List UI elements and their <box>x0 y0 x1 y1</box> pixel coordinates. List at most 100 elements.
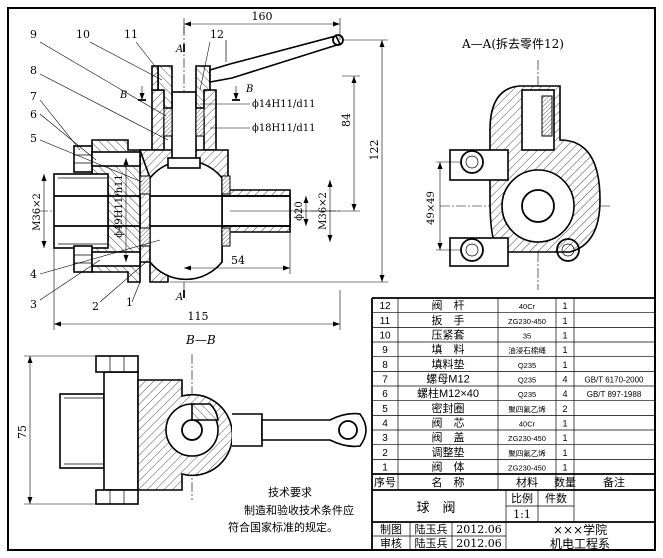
bom-row-6-material: Q235 <box>518 390 536 399</box>
bom-row-9-material: 油浸石棉绳 <box>508 345 546 355</box>
bom-row-11-material: ZG230-450 <box>508 317 546 326</box>
scale-label: 比例 <box>511 491 533 505</box>
callout-3: 3 <box>30 298 37 311</box>
bom-row-3-qty: 1 <box>562 433 567 443</box>
dim-fit-49: ϕ49H11/h11 <box>114 174 125 238</box>
dim-49x49: 49×49 <box>426 191 437 225</box>
bom-row-7-name: 螺母M12 <box>426 373 469 386</box>
checked-date: 2012.06 <box>456 537 502 550</box>
bom-row-3-name: 阀 盖 <box>432 430 465 444</box>
section-b-b-title: B—B <box>185 333 216 347</box>
callout-7: 7 <box>30 90 37 103</box>
bom-row-8-name: 填料垫 <box>432 357 465 371</box>
bom-row-2-material: 聚四氟乙烯 <box>508 448 546 458</box>
section-b-b-view: B—B 75 <box>16 333 367 505</box>
section-mark-a-bottom: A <box>175 292 183 303</box>
bom-row-3-no: 3 <box>382 433 388 444</box>
drawing-border <box>7 7 656 551</box>
dim-115: 115 <box>188 310 209 323</box>
section-mark-b-left: B <box>119 90 127 101</box>
bom-row-10-material: 35 <box>523 332 531 341</box>
department-name: 机电工程系 <box>550 536 610 551</box>
callout-2: 2 <box>92 300 99 313</box>
callout-4: 4 <box>30 268 37 281</box>
section-mark-a-top: A <box>175 44 183 55</box>
bom-row-5-qty: 2 <box>562 404 567 414</box>
bom-row-2-no: 2 <box>382 448 388 459</box>
technical-requirements: 技术要求 制造和验收技术条件应 符合国家标准的规定。 <box>228 486 354 534</box>
bom-row-4-material: 40Cr <box>519 420 536 429</box>
bom-row-12-qty: 1 <box>562 301 567 311</box>
dim-84: 84 <box>340 113 353 127</box>
callout-10: 10 <box>76 28 90 41</box>
tech-req-line-2: 符合国家标准的规定。 <box>228 520 338 534</box>
callout-1: 1 <box>126 296 133 309</box>
callouts: 1 2 3 4 5 6 7 8 9 10 11 12 <box>30 28 224 313</box>
callout-11: 11 <box>124 28 138 41</box>
bom-row-8-no: 8 <box>382 360 388 371</box>
checked-label: 审核 <box>380 536 402 550</box>
dim-54: 54 <box>231 254 245 267</box>
bom-row-6-no: 6 <box>382 389 388 400</box>
bom-row-11-name: 扳 手 <box>432 313 465 327</box>
callout-12: 12 <box>210 28 224 41</box>
bom-row-7-material: Q235 <box>518 376 536 385</box>
callout-8: 8 <box>30 64 37 77</box>
school-name: ×××学院 <box>553 522 607 537</box>
bom-row-1-no: 1 <box>382 463 388 474</box>
dim-160: 160 <box>252 10 273 23</box>
bom-row-8-qty: 1 <box>562 360 567 370</box>
bom-row-1-name: 阀 体 <box>432 460 465 474</box>
bom-row-8-material: Q235 <box>518 361 536 370</box>
bom-row-10-no: 10 <box>379 331 391 342</box>
tech-req-line-1: 制造和验收技术条件应 <box>244 503 354 517</box>
front-view: A A B B 160 84 122 54 115 M36×2 ϕ20 <box>30 10 388 330</box>
bom-row-3-material: ZG230-450 <box>508 434 546 443</box>
checked-by: 陆玉兵 <box>415 536 448 550</box>
count-label: 件数 <box>545 492 567 505</box>
callout-5: 5 <box>30 132 37 145</box>
bom-row-6-qty: 4 <box>562 389 567 399</box>
drawing-name: 球 阀 <box>416 501 455 516</box>
bom-row-1-material: ZG230-450 <box>508 464 546 473</box>
bom-row-4-name: 阀 芯 <box>432 416 465 430</box>
dim-122: 122 <box>368 140 381 161</box>
bom-row-4-no: 4 <box>382 419 388 430</box>
dim-fit-14: ϕ14H11/d11 <box>252 99 315 110</box>
bom-row-10-name: 压紧套 <box>432 329 465 342</box>
bom-row-7-qty: 4 <box>562 375 567 385</box>
bom-row-7-remark: GB/T 6170-2000 <box>584 376 644 385</box>
drawn-date: 2012.06 <box>456 523 502 536</box>
bom-header-remark: 备注 <box>603 475 625 489</box>
drawn-label: 制图 <box>380 523 402 536</box>
dim-75: 75 <box>16 425 29 439</box>
bom-row-5-material: 聚四氟乙烯 <box>508 404 546 414</box>
bom-header-name: 名 称 <box>432 475 465 489</box>
bom-row-4-qty: 1 <box>562 419 567 429</box>
bom-row-1-qty: 1 <box>562 463 567 473</box>
dim-m36-left: M36×2 <box>32 193 43 231</box>
scale-value: 1:1 <box>513 508 531 521</box>
bom-row-10-qty: 1 <box>562 331 567 341</box>
bom-row-12-no: 12 <box>379 301 391 312</box>
drawn-by: 陆玉兵 <box>415 522 448 536</box>
dim-fit-18: ϕ18H11/d11 <box>252 123 315 134</box>
bom-row-9-no: 9 <box>382 345 388 356</box>
bom-row-9-name: 填 料 <box>432 342 465 356</box>
bom-header-no: 序号 <box>374 475 396 489</box>
dim-m36-right: M36×2 <box>318 192 329 230</box>
dim-phi20: ϕ20 <box>294 201 305 221</box>
section-a-a-view: A—A(拆去零件12) 49×49 <box>426 36 610 290</box>
bom-row-9-qty: 1 <box>562 345 567 355</box>
bom-row-11-no: 11 <box>380 316 391 327</box>
section-mark-b-right: B <box>245 84 253 95</box>
bom-row-11-qty: 1 <box>562 316 567 326</box>
bom-row-6-name: 螺柱M12×40 <box>417 386 479 400</box>
bom-header-qty: 数量 <box>554 476 576 489</box>
bom-row-6-remark: GB/T 897-1988 <box>587 390 642 399</box>
bom-row-2-name: 调整垫 <box>432 445 465 459</box>
section-a-a-title: A—A(拆去零件12) <box>461 36 564 51</box>
tech-req-title: 技术要求 <box>268 486 312 499</box>
